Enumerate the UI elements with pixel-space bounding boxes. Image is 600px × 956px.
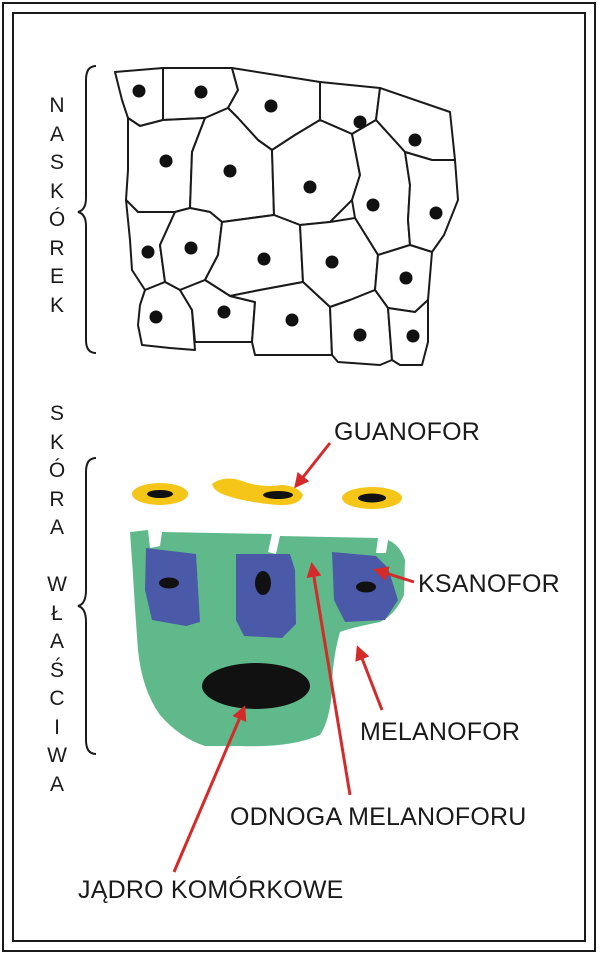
guanophore-nucleus [358, 493, 386, 503]
guanophore-nucleus [147, 490, 173, 498]
inner-frame [12, 12, 586, 942]
side-label-letter: Ó [48, 459, 66, 482]
cell-nucleus [399, 271, 413, 285]
xanthophore-nucleus [255, 571, 271, 595]
side-label-letter: S [49, 151, 64, 174]
xanthophore [236, 554, 296, 638]
arrow-odnoga [306, 562, 352, 796]
label-melanofor: MELANOFOR [360, 718, 521, 746]
cell-nucleus [429, 206, 443, 220]
xanthophore-nuclei [159, 571, 376, 595]
cell-nucleus [257, 252, 271, 266]
label-guanofor: GUANOFOR [334, 418, 481, 446]
cell-nucleus [353, 115, 367, 129]
side-label-letter: R [49, 487, 65, 511]
cell-nucleus [366, 198, 380, 212]
epidermis-cell [137, 281, 196, 351]
side-label-letter: K [49, 293, 64, 317]
cell-nucleus [285, 313, 299, 327]
cell-nucleus [141, 245, 155, 259]
melanophore-nucleus [202, 663, 310, 709]
side-label-letter: N [49, 94, 65, 117]
label-ksanofor: KSANOFOR [418, 570, 560, 598]
cell-nucleus [217, 305, 231, 319]
arrow-jadro [172, 705, 247, 873]
arrow-ksanofor [373, 566, 415, 584]
cell-nucleus [159, 154, 173, 168]
label-jadro-komorkowe: JĄDRO KOMÓRKOWE [78, 876, 344, 904]
xanthophore-nucleus [159, 577, 179, 589]
side-label-letter: S [49, 402, 64, 425]
side-label-letter: I [54, 715, 60, 739]
epidermis-nuclei [132, 84, 443, 343]
guanophores [132, 478, 402, 509]
side-label-letter: K [49, 179, 64, 203]
side-label-letter: A [49, 516, 64, 539]
side-label-letter: K [49, 430, 64, 454]
side-label-letter: R [49, 236, 65, 260]
cell-nucleus [264, 99, 278, 113]
side-label-letter: W [47, 573, 67, 596]
side-label-letter: Ł [51, 601, 63, 625]
cell-nucleus [325, 255, 339, 269]
side-label-letter: C [49, 687, 65, 710]
cell-nucleus [223, 164, 237, 178]
guanophore-nucleus [263, 491, 293, 499]
cell-nucleus [184, 241, 198, 255]
cell-nucleus [408, 133, 422, 147]
side-label-letter: A [49, 772, 64, 796]
cell-nucleus [353, 328, 367, 342]
side-label-letter: A [49, 122, 64, 146]
cell-nucleus [406, 329, 420, 343]
arrow-melanofor [355, 645, 384, 711]
side-label-letter: A [49, 630, 64, 653]
label-arrows [172, 442, 415, 873]
side-label-gap [54, 543, 60, 572]
arrow-guanofor [294, 442, 332, 489]
guanophore [212, 478, 303, 506]
cell-nucleus [132, 84, 146, 98]
side-label-letter: W [47, 744, 67, 767]
epidermis-cell [404, 151, 459, 253]
cell-nucleus [194, 85, 208, 99]
epidermis-brace [77, 65, 97, 354]
side-label-letter: Ó [48, 208, 66, 231]
side-label-letter: Ś [49, 658, 64, 682]
side-label-letter: E [49, 265, 64, 288]
xanthophore-nucleus [356, 581, 376, 593]
label-odnoga-melanoforu: ODNOGA MELANOFORU [230, 803, 527, 831]
cell-nucleus [149, 310, 163, 324]
dermis-brace [77, 457, 97, 755]
cell-nucleus [303, 180, 317, 194]
